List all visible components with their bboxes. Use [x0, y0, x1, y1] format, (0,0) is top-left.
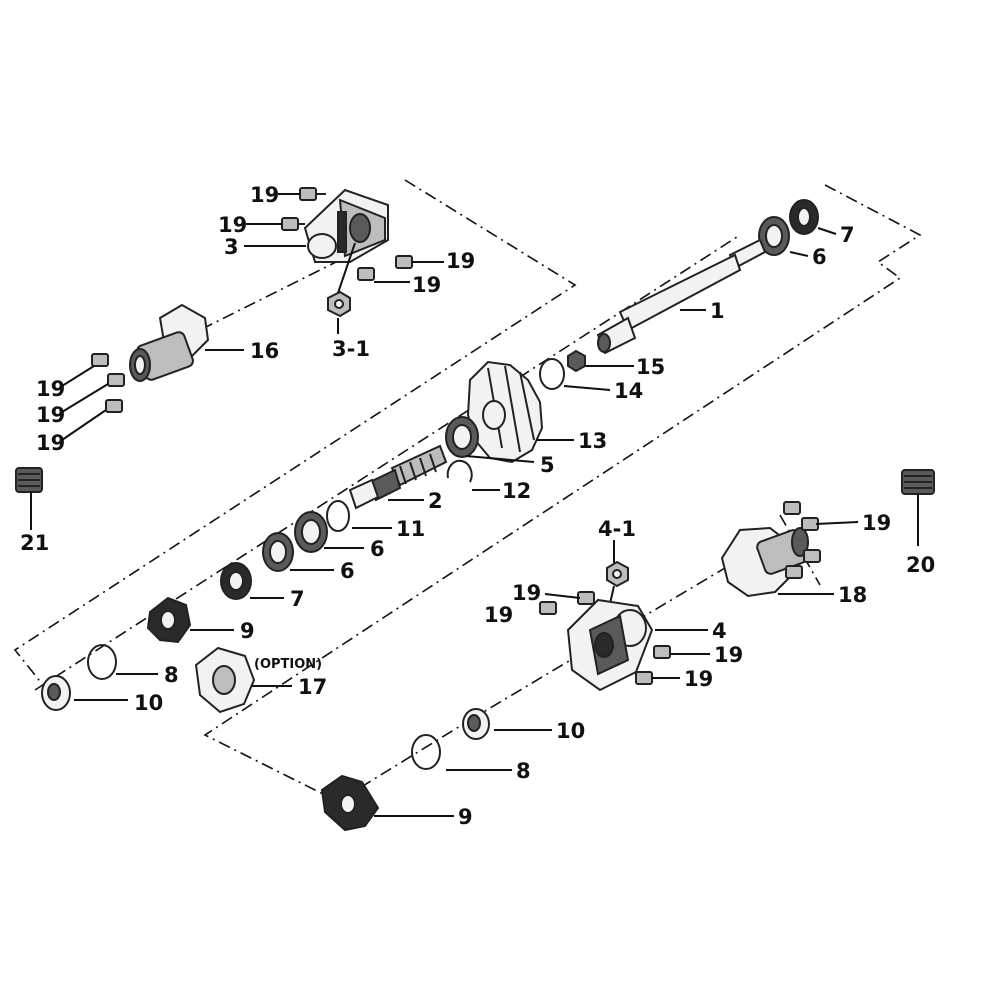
label-5: 5 [540, 453, 555, 477]
label-3-1: 3-1 [332, 337, 370, 361]
part-17-option-flange [194, 646, 256, 714]
label-1: 1 [710, 299, 725, 323]
label-2: 2 [428, 489, 443, 513]
label-17: 17 [298, 675, 327, 699]
part-9-flange-b [320, 774, 380, 832]
label-19-l: 19 [862, 511, 891, 535]
part-13-bevel-gear [466, 360, 544, 464]
part-21-spring-icon [15, 467, 43, 493]
bolt-19-i-icon [539, 601, 557, 615]
part-15-nut [567, 349, 586, 373]
bolt-19-f-icon [107, 373, 125, 387]
bolt-19-c-icon [395, 255, 413, 269]
assembly-boundary-lower [203, 184, 922, 801]
part-6-bearing-a [294, 511, 328, 553]
part-11-washer [326, 500, 350, 532]
label-19-g: 19 [36, 431, 65, 455]
label-15: 15 [636, 355, 665, 379]
label-12: 12 [502, 479, 531, 503]
part-6-bearing-b [262, 532, 294, 572]
bolt-19-a-icon [299, 187, 326, 201]
label-4-1: 4-1 [598, 517, 636, 541]
bolt-19-l-icon-2 [801, 517, 819, 531]
label-19-j: 19 [714, 643, 743, 667]
bolt-19-d-icon [357, 267, 375, 281]
label-8-a: 8 [164, 663, 179, 687]
label-16: 16 [250, 339, 279, 363]
label-option: (OPTION) [254, 657, 322, 672]
part-2-pinion-shaft [348, 444, 448, 510]
label-13: 13 [578, 429, 607, 453]
part-4-1-nut [606, 560, 629, 588]
label-9-a: 9 [240, 619, 255, 643]
bolt-19-l-icon-3 [803, 549, 821, 563]
bolt-19-h-icon [577, 591, 595, 605]
label-3: 3 [224, 235, 239, 259]
label-6-top: 6 [812, 245, 827, 269]
part-12-circlip [446, 459, 473, 483]
label-19-c: 19 [446, 249, 475, 273]
label-19-e: 19 [36, 377, 65, 401]
part-10-nut-b [462, 708, 490, 740]
callout-labels: 19 19 3 19 19 3-1 16 19 19 19 21 7 6 1 1… [20, 183, 935, 829]
label-21: 21 [20, 531, 49, 555]
label-19-b: 19 [218, 213, 247, 237]
leader-lines [30, 193, 919, 817]
part-4-housing [566, 598, 654, 692]
label-10-a: 10 [134, 691, 163, 715]
label-7: 7 [290, 587, 305, 611]
part-20-spring-icon [901, 469, 935, 495]
label-19-k: 19 [684, 667, 713, 691]
bolt-19-e-icon [91, 353, 109, 367]
part-7-seal [220, 562, 252, 600]
label-7-top: 7 [840, 223, 855, 247]
label-9-b: 9 [458, 805, 473, 829]
part-3-housing [303, 188, 389, 263]
part-18-housing [720, 526, 809, 598]
part-9-flange-a [146, 596, 192, 644]
label-14: 14 [614, 379, 643, 403]
label-6-a: 6 [370, 537, 385, 561]
label-18: 18 [838, 583, 867, 607]
bolt-19-j-icon [653, 645, 671, 659]
bolt-19-k-icon [635, 671, 653, 685]
label-19-i: 19 [484, 603, 513, 627]
part-3-1-nut [327, 290, 351, 318]
label-11: 11 [396, 517, 425, 541]
part-7-top-seal [789, 199, 819, 235]
label-10-b: 10 [556, 719, 585, 743]
label-4: 4 [712, 619, 727, 643]
bolt-19-l-icon-4 [785, 565, 803, 579]
label-8-b: 8 [516, 759, 531, 783]
bolt-19-l-icon-1 [783, 501, 801, 515]
bolt-19-b-icon [281, 217, 305, 231]
label-19-a: 19 [250, 183, 279, 207]
part-5-bearing [445, 416, 479, 458]
axis-line-top-housing [179, 249, 361, 341]
part-6-top-bearing [758, 216, 790, 256]
part-8-washer-b [411, 734, 441, 770]
part-16-housing [129, 303, 210, 382]
assembly-boundary-upper [13, 179, 577, 701]
part-8-washer-a [87, 644, 117, 680]
part-1-shaft [596, 238, 767, 355]
part-14-washer [539, 358, 565, 390]
label-19-f: 19 [36, 403, 65, 427]
label-19-h: 19 [512, 581, 541, 605]
label-6-b: 6 [340, 559, 355, 583]
part-10-nut-a [41, 675, 71, 711]
bolt-19-g-icon [105, 399, 123, 413]
label-20: 20 [906, 553, 935, 577]
label-19-d: 19 [412, 273, 441, 297]
